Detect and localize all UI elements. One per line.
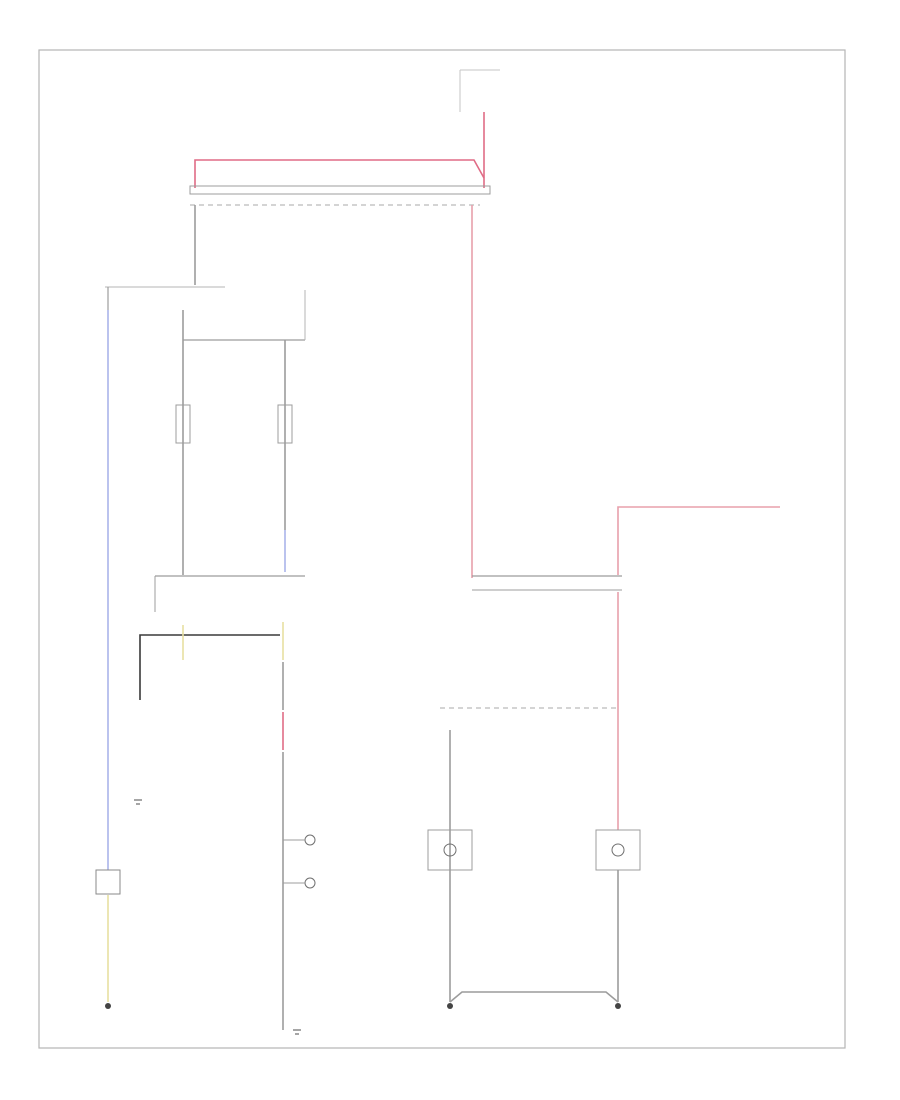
ground-symbol-center <box>293 1029 301 1035</box>
ground-point-left <box>105 1003 111 1009</box>
wire-red-right-top <box>617 506 780 575</box>
wire-neutral-bottom-link <box>449 991 619 1003</box>
diagram-frame <box>38 49 846 1049</box>
switch-contact-a <box>304 834 316 846</box>
ground-point-right-b <box>615 1003 621 1009</box>
ground-point-right-a <box>447 1003 453 1009</box>
fuse-block-bar <box>189 185 491 195</box>
wire-pink-horizontal <box>194 159 485 188</box>
component-headlamp-right <box>595 829 641 871</box>
switch-block-a <box>175 404 191 444</box>
ground-symbol-left-mid <box>134 799 142 805</box>
fuse-panel-top <box>459 69 500 112</box>
switch-contact-b <box>304 877 316 889</box>
wire-black-cross <box>139 634 280 700</box>
switch-block-b <box>277 404 293 444</box>
component-headlamp-left <box>427 829 473 871</box>
component-left-lamp <box>95 869 121 895</box>
